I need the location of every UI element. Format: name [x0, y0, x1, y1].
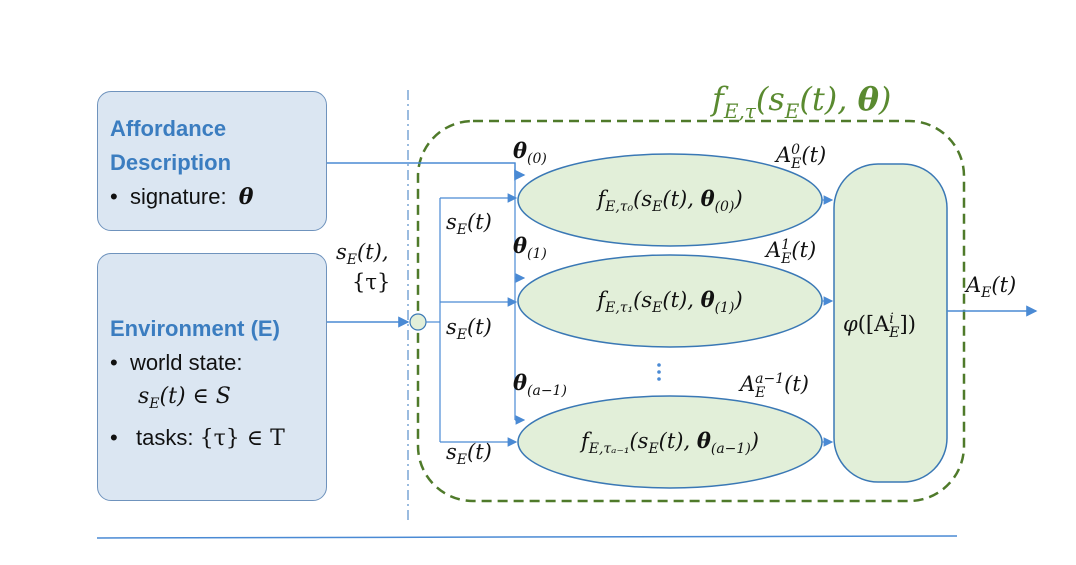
signature-label: signature: — [129, 184, 227, 209]
tasks-bullet: • tasks: {τ} ∈ T — [110, 425, 285, 451]
theta-symbol: θ — [238, 184, 254, 210]
state-label-0: sE(t) — [446, 210, 492, 238]
state-label-2: sE(t) — [446, 440, 492, 468]
theta-label-0: θ(0) — [513, 138, 547, 167]
branch-fn-2: fE,τₐ₋₁(sE(t), θ(a−1)) — [580, 428, 759, 457]
branch-fn-1: fE,τ₁(sE(t), θ(1)) — [597, 287, 743, 316]
theta-label-1: θ(1) — [513, 233, 547, 262]
affordance-title-line1: Affordance — [110, 116, 227, 141]
module-title: fE,τ(sE(t), θ) — [712, 80, 892, 123]
affordance-bullet: • signature: θ — [110, 184, 254, 210]
environment-box: Environment (E) • world state: sE(t) ∈ S… — [97, 253, 327, 501]
environment-title: Environment (E) — [110, 316, 280, 341]
junction-node — [409, 313, 427, 331]
ellipsis-dots — [657, 363, 661, 381]
affordance-title-line2: Description — [110, 150, 232, 175]
tasks-label: tasks: — [136, 425, 194, 450]
input-state-label: sE(t), — [336, 240, 389, 268]
state-label-1: sE(t) — [446, 315, 492, 343]
world-state-label: world state: — [129, 350, 243, 375]
affordance-box: Affordance Description • signature: θ — [97, 91, 327, 231]
tasks-math: {τ} ∈ T — [199, 426, 285, 451]
input-tasks-label: {τ} — [352, 270, 391, 294]
final-output-label: AE(t) — [966, 273, 1017, 301]
affordance-to-branch-line — [327, 162, 526, 181]
aggregator-node — [833, 163, 948, 483]
bottom-rule — [96, 535, 958, 539]
theta-label-2: θ(a−1) — [513, 370, 567, 399]
world-state-bullet: • world state: — [110, 350, 243, 375]
world-state-math: sE(t) ∈ S — [138, 384, 231, 412]
branch-fn-0: fE,τ₀(sE(t), θ(0)) — [597, 186, 743, 215]
